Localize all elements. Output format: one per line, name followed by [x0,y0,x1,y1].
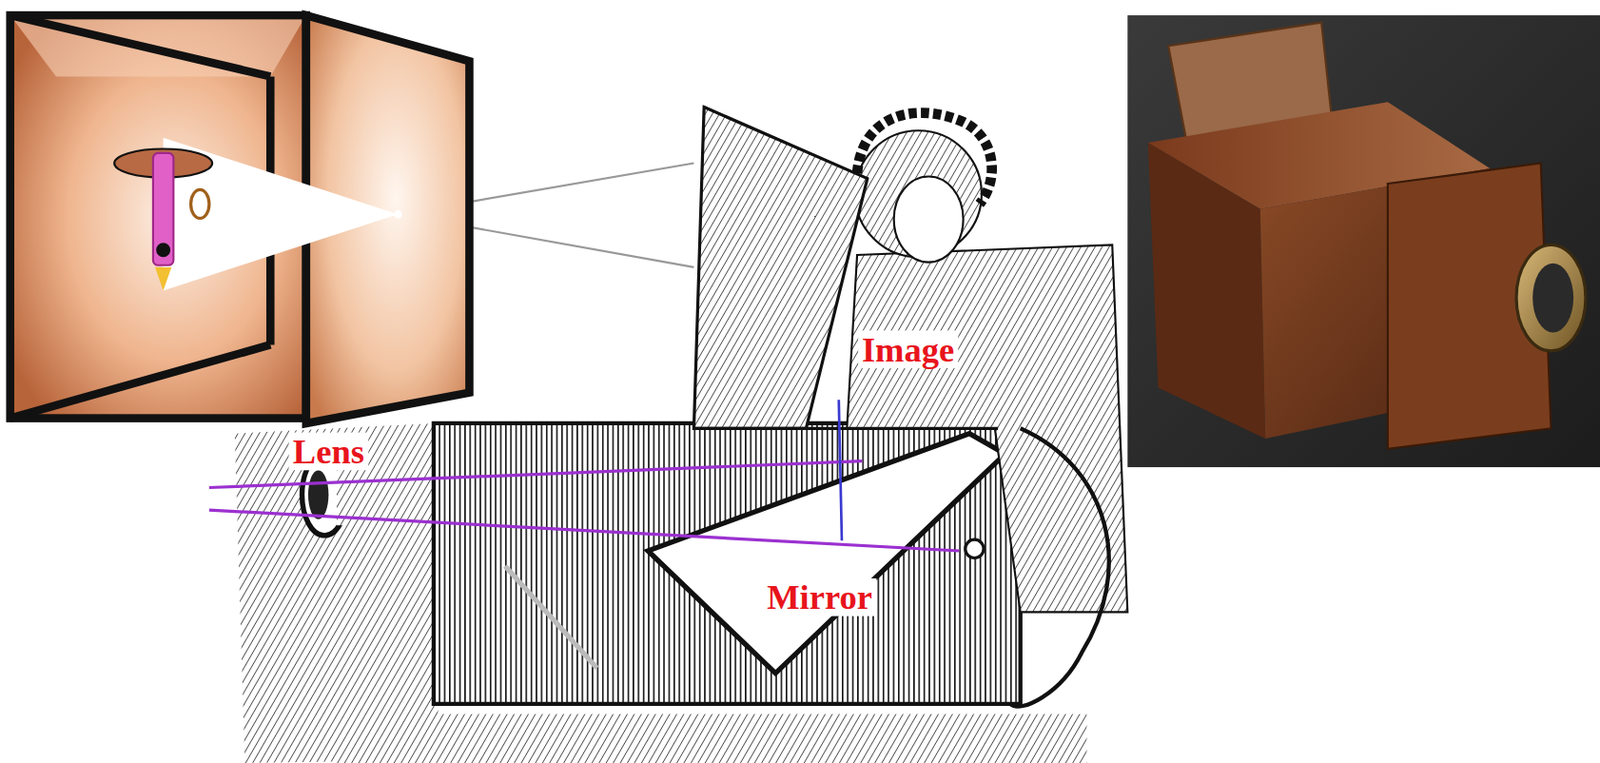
pinhole-box [10,15,470,424]
pen-band [156,242,171,257]
photo-lens [1516,244,1586,352]
box-rod [505,565,598,668]
pen [153,153,174,266]
pinhole [393,210,403,219]
pen-ring [191,189,210,218]
part-label: Lens [289,431,370,470]
photo-ground [1127,15,1600,468]
man-leg [1010,428,1110,706]
photo-lens-glass [1532,263,1574,333]
front-panel [234,423,440,763]
knob [965,539,984,558]
man-face [894,175,964,262]
photo [1127,15,1600,468]
lens-tube [336,464,434,526]
glass-edge [693,427,998,430]
lid [693,107,867,430]
mirror [647,433,1005,674]
box-edge [10,344,272,418]
lens-glass [308,469,329,519]
man-hair [857,113,993,205]
photo-side [1148,142,1266,439]
part-label: Image [858,330,959,369]
box-ceiling [10,15,307,77]
light-ray [209,509,959,551]
table [336,714,1087,763]
part-label: Mirror [762,577,877,616]
box-edge [10,15,272,77]
pen-tip [155,267,172,292]
reflected-ray [839,399,842,541]
